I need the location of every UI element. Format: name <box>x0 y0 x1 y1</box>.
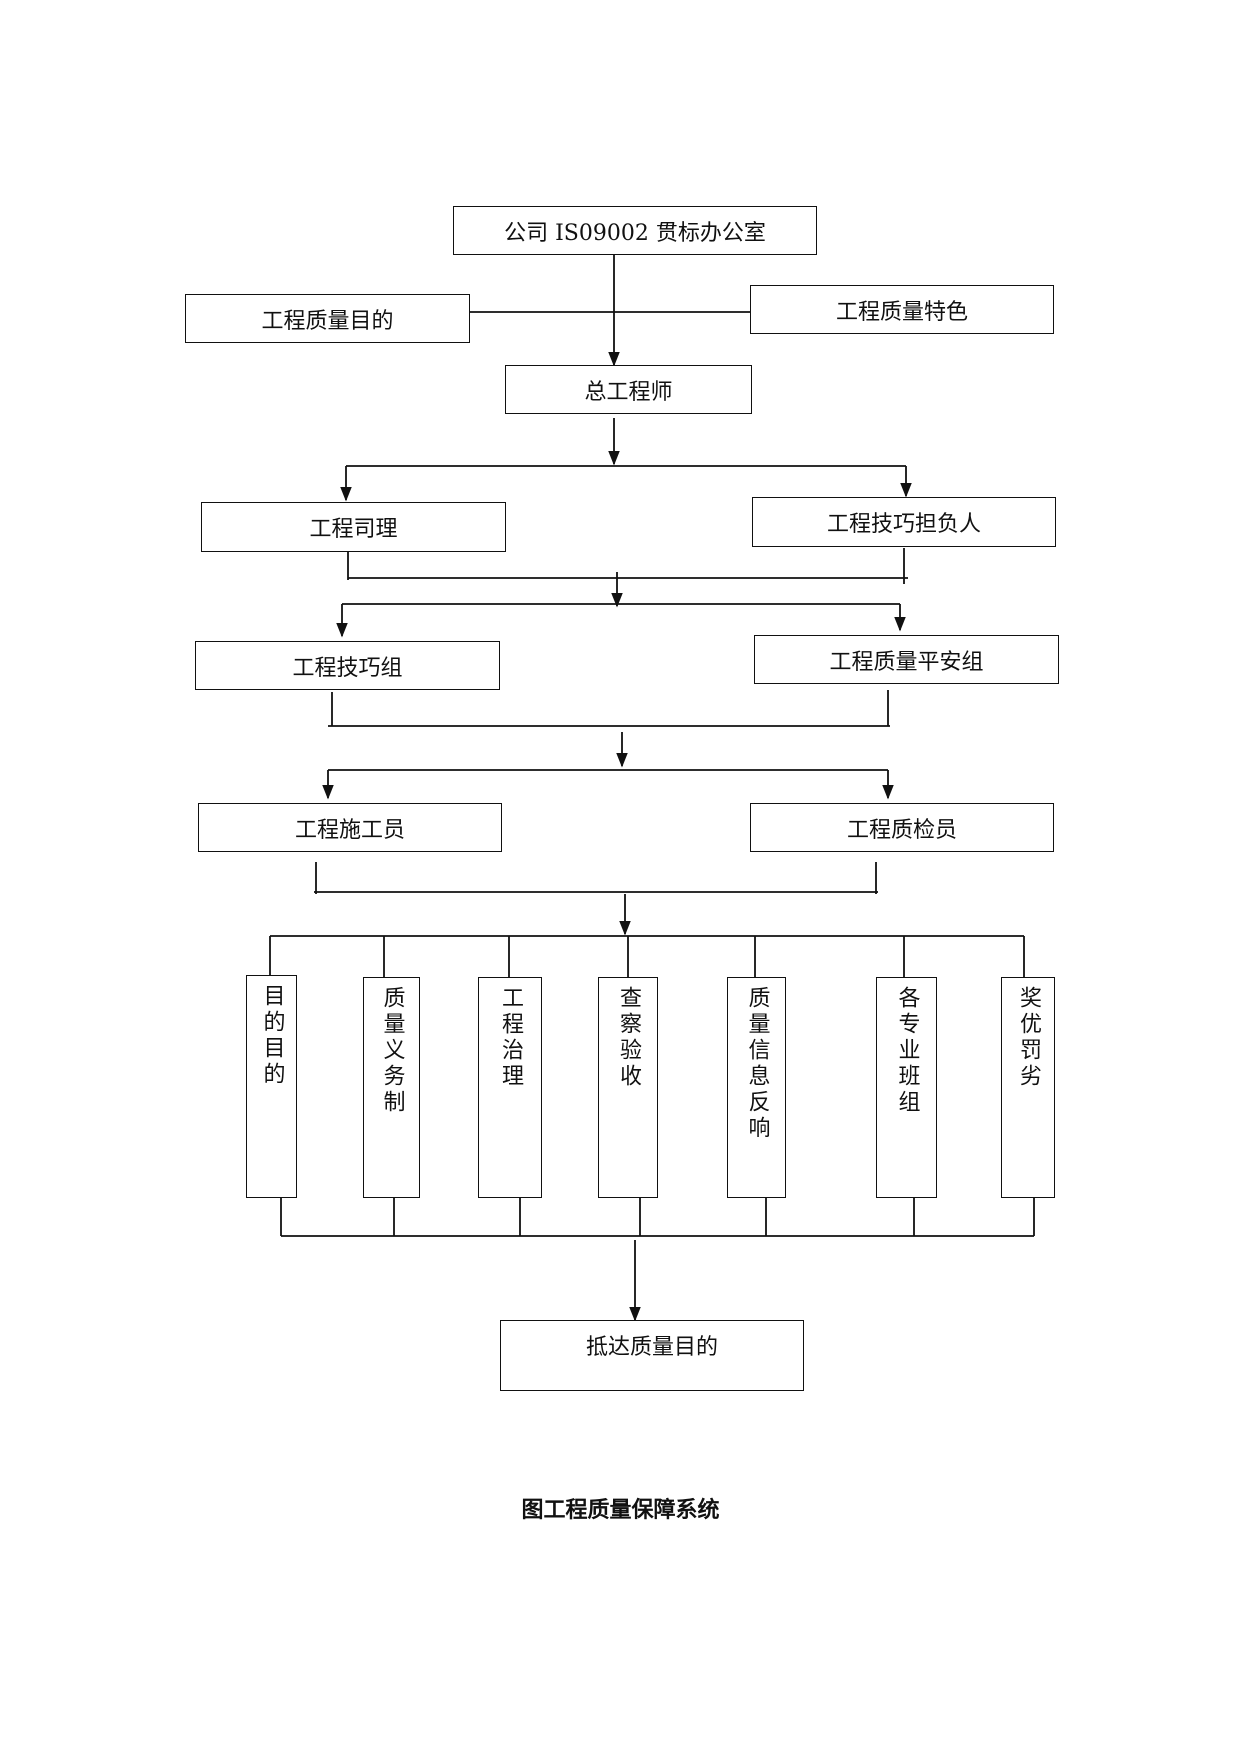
project-manager-box: 工程司理 <box>201 502 506 552</box>
pillar-feedback: 质量信息反响 <box>727 977 786 1198</box>
constructor-box: 工程施工员 <box>198 803 502 852</box>
project-manager-label: 工程司理 <box>309 517 398 542</box>
tech-lead-label: 工程技巧担负人 <box>826 512 981 537</box>
inspector-box: 工程质检员 <box>750 803 1054 852</box>
safety-group-label: 工程质量平安组 <box>829 649 984 675</box>
constructor-label: 工程施工员 <box>294 817 405 843</box>
pillar-goal-label: 目的目的 <box>259 984 285 1088</box>
quality-goal-label: 工程质量目的 <box>261 308 394 334</box>
pillar-teams-label: 各专业班组 <box>894 986 920 1116</box>
pillar-feedback-label: 质量信息反响 <box>744 986 770 1142</box>
achieve-goal-box: 抵达质量目的 <box>500 1320 804 1391</box>
safety-group-box: 工程质量平安组 <box>754 635 1059 684</box>
chief-engineer-label: 总工程师 <box>584 379 673 405</box>
pillar-responsibility-label: 质量义务制 <box>379 986 405 1116</box>
pillar-management: 工程治理 <box>478 977 542 1198</box>
pillar-rewards: 奖优罚劣 <box>1001 977 1055 1198</box>
pillar-inspection: 查察验收 <box>598 977 658 1198</box>
achieve-goal-label: 抵达质量目的 <box>585 1335 718 1360</box>
pillar-teams: 各专业班组 <box>876 977 937 1198</box>
pillar-management-label: 工程治理 <box>498 986 523 1090</box>
tech-lead-box: 工程技巧担负人 <box>752 497 1056 547</box>
pillar-inspection-label: 查察验收 <box>616 986 641 1090</box>
tech-group-box: 工程技巧组 <box>195 641 500 690</box>
pillar-rewards-label: 奖优罚劣 <box>1016 986 1041 1090</box>
chief-engineer-box: 总工程师 <box>505 365 752 414</box>
office-label: 公司 IS09002 贯标办公室 <box>504 220 766 246</box>
pillar-responsibility: 质量义务制 <box>363 977 420 1198</box>
quality-feature-label: 工程质量特色 <box>835 299 968 325</box>
tech-group-label: 工程技巧组 <box>292 655 403 681</box>
quality-goal-box: 工程质量目的 <box>185 294 470 343</box>
inspector-label: 工程质检员 <box>846 817 957 843</box>
office-box: 公司 IS09002 贯标办公室 <box>453 206 817 255</box>
figure-caption: 图工程质量保障系统 <box>521 1497 720 1523</box>
pillar-goal: 目的目的 <box>246 975 297 1198</box>
quality-feature-box: 工程质量特色 <box>750 285 1054 334</box>
